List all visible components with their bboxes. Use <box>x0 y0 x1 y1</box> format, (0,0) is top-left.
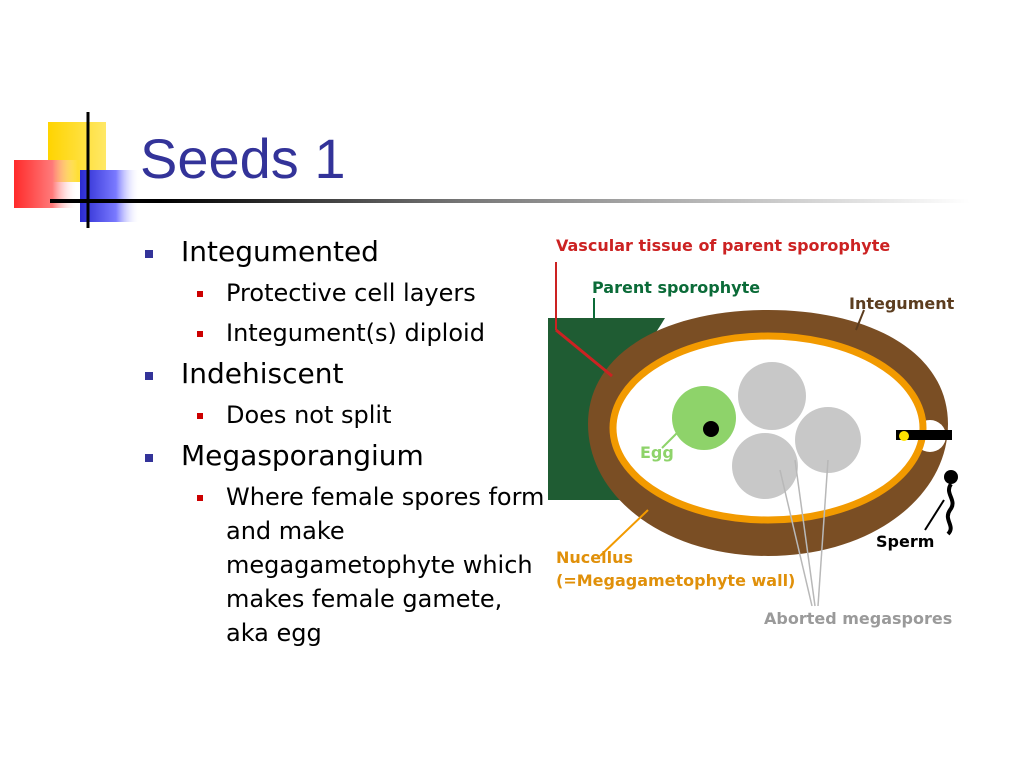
sperm-pointer <box>924 499 945 531</box>
sub-bullet-list: Protective cell layers Integument(s) dip… <box>181 276 545 350</box>
parent-sporophyte-shape <box>548 318 665 500</box>
sub-bullet-list: Where female spores form and make megaga… <box>181 480 545 650</box>
title-decoration <box>14 112 140 228</box>
label-egg: Egg <box>640 443 674 462</box>
bullet-integumented: Integumented Protective cell layers Inte… <box>145 234 545 350</box>
vascular-pointer <box>555 328 613 378</box>
egg-cell <box>672 386 736 450</box>
nucellus-pointer <box>599 509 649 557</box>
sperm-tail <box>945 482 955 536</box>
sub-bullet: Does not split <box>181 398 546 432</box>
label-nucellus-wall: (=Megagametophyte wall) <box>556 571 795 590</box>
deco-blue-square <box>80 170 140 222</box>
egg-nucleus <box>703 421 719 437</box>
label-aborted-megaspores: Aborted megaspores <box>764 609 952 628</box>
sperm-head <box>899 431 909 441</box>
label-nucellus: Nucellus <box>556 548 633 567</box>
sub-bullet: Protective cell layers <box>181 276 546 310</box>
bullet-indehiscent: Indehiscent Does not split <box>145 356 545 432</box>
aborted-pointer <box>817 459 829 607</box>
slide-title: Seeds 1 <box>140 127 346 190</box>
bullet-megasporangium: Megasporangium Where female spores form … <box>145 438 545 650</box>
integument-pointer <box>855 309 865 331</box>
pollen-tube <box>896 430 952 440</box>
aborted-megaspore <box>732 433 798 499</box>
bullet-text: Integumented <box>181 235 379 268</box>
sub-bullet: Integument(s) diploid <box>181 316 546 350</box>
label-sperm: Sperm <box>876 532 934 551</box>
aborted-megaspore <box>738 362 806 430</box>
ovule-diagram: Vascular tissue of parent sporophyte Par… <box>548 236 958 628</box>
egg-pointer <box>661 427 683 449</box>
sub-bullet: Where female spores form and make megaga… <box>181 480 546 650</box>
aborted-megaspore <box>795 407 861 473</box>
label-parent-sporophyte: Parent sporophyte <box>592 278 760 297</box>
label-integument: Integument <box>849 294 955 313</box>
bullet-text: Indehiscent <box>181 357 344 390</box>
title-underline <box>50 199 970 203</box>
label-vascular-tissue: Vascular tissue of parent sporophyte <box>556 236 890 255</box>
sperm-cell <box>944 470 958 484</box>
bullet-list: Integumented Protective cell layers Inte… <box>145 234 545 656</box>
bullet-text: Megasporangium <box>181 439 424 472</box>
aborted-pointer <box>794 459 816 607</box>
aborted-pointer <box>779 469 813 607</box>
sub-bullet-list: Does not split <box>181 398 545 432</box>
